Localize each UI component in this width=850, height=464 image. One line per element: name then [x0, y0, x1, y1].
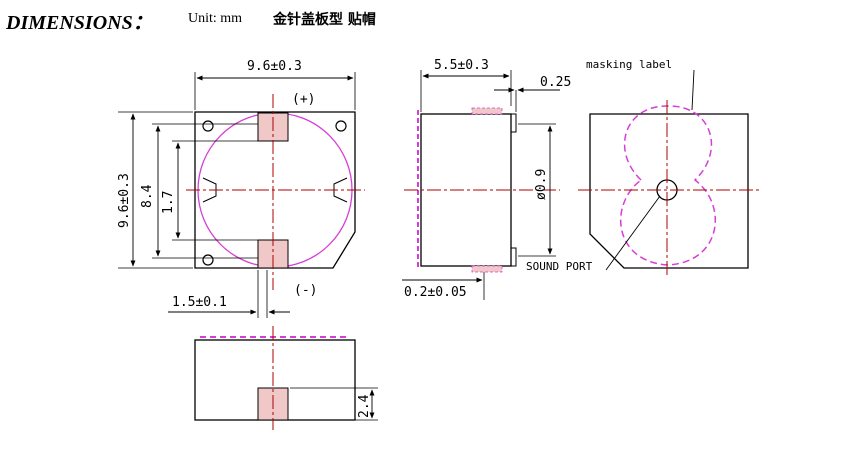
corner-hole-bl: [202, 254, 214, 266]
bottom-view: 2.4: [194, 326, 378, 430]
front-view: masking label SOUND PORT: [526, 58, 760, 278]
corner-hole-tl: [202, 120, 214, 132]
unit-label: Unit: mm: [188, 11, 243, 26]
masking-label-callout: masking label: [586, 58, 672, 71]
width-dimension: 9.6±0.3: [247, 59, 302, 74]
polarity-minus: (-): [294, 283, 317, 298]
depth-dimension: 5.5±0.3: [434, 58, 489, 73]
pin-gap-dimension: 1.7: [161, 191, 176, 214]
height-dimension: 9.6±0.3: [117, 173, 132, 228]
sound-port-callout: SOUND PORT: [526, 260, 593, 273]
corner-hole-tr: [335, 120, 347, 132]
top-view: 9.6±0.3 9.6±0.3 8.4 1.7 (+) (-) 1.5±0.1: [117, 59, 365, 318]
masking-label-outline: [619, 105, 717, 266]
page-title: DIMENSIONS：: [6, 12, 153, 34]
side-view: 5.5±0.3 0.25 ø0.9 0.2±0.05: [402, 58, 571, 300]
pin-span-dimension: 8.4: [140, 184, 155, 208]
polarity-plus: (+): [292, 92, 315, 107]
bottom-gap-dimension: 0.2±0.05: [404, 285, 467, 300]
port-diameter-dimension: ø0.9: [534, 169, 549, 200]
pin-offset-dimension: 1.5±0.1: [172, 295, 227, 310]
pin-height-dimension: 2.4: [357, 394, 372, 418]
product-description: 金针盖板型 贴帽: [273, 12, 376, 28]
front-view-body: [589, 113, 749, 269]
cap-thickness-dimension: 0.25: [540, 75, 571, 90]
top-view-body: [194, 111, 356, 269]
